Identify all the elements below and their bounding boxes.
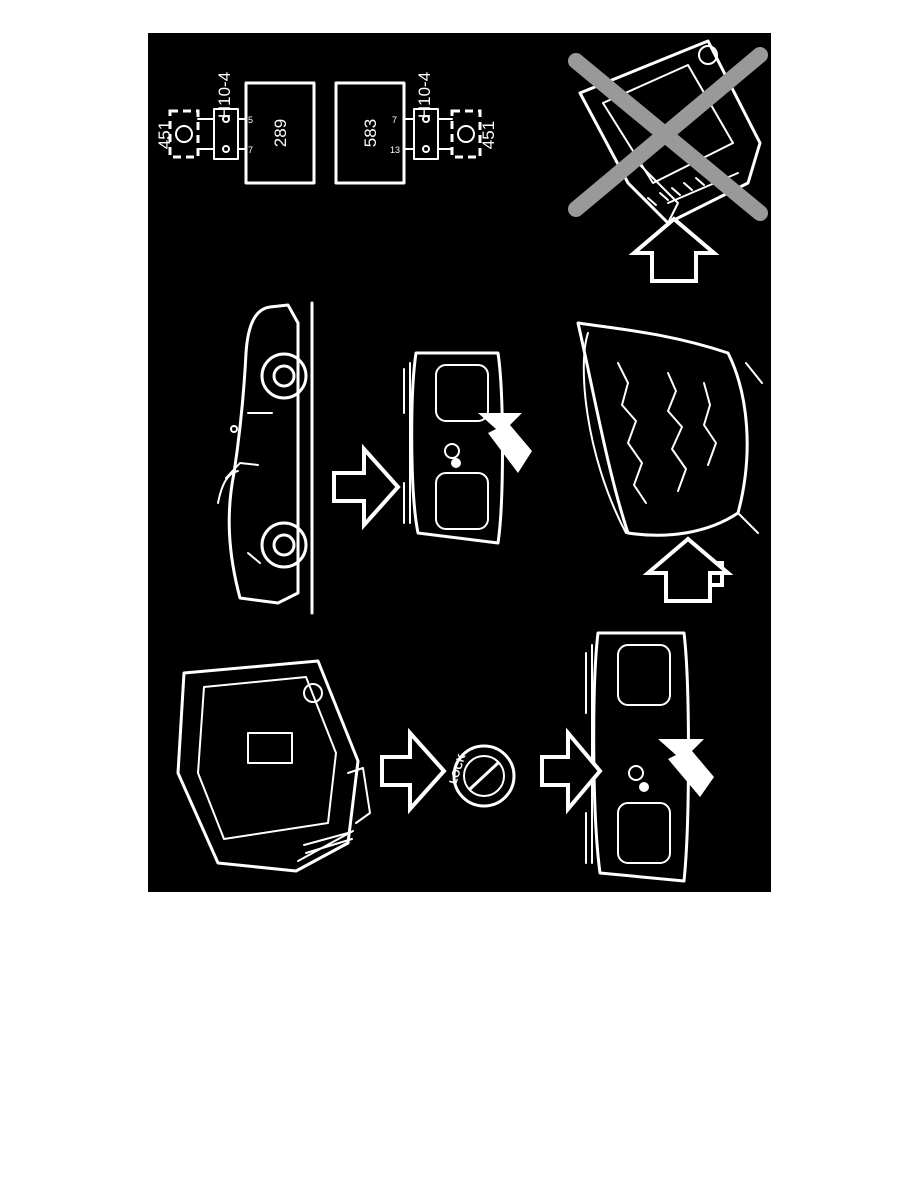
wiring-diagram: 289 H10-4 451 5 7 583 H10-4 451 bbox=[155, 72, 498, 185]
sensor-upper-label: 451 bbox=[155, 121, 174, 149]
connector-pin bbox=[422, 145, 430, 153]
module-583-box bbox=[334, 81, 406, 185]
sensor-upper-dashed bbox=[168, 109, 200, 159]
alarm-diagnosis-figure: 289 H10-4 451 5 7 583 H10-4 451 bbox=[148, 33, 771, 892]
pin-label: 7 bbox=[392, 115, 397, 125]
arrow-glass-to-module bbox=[628, 216, 720, 283]
broken-glass-icon bbox=[576, 321, 763, 537]
connector-pin bbox=[222, 145, 230, 153]
pointer-arrow-upper bbox=[478, 413, 532, 473]
pin-label: 13 bbox=[390, 145, 400, 155]
pin-label: 7 bbox=[248, 145, 253, 155]
arrow-console-to-glass bbox=[642, 536, 734, 603]
overhead-console-lower bbox=[585, 631, 690, 883]
module-289-box bbox=[244, 81, 316, 185]
sensor-lower-label: 451 bbox=[479, 121, 498, 149]
figure-svg: 289 H10-4 451 5 7 583 H10-4 451 bbox=[148, 33, 771, 892]
connector-upper-box bbox=[213, 108, 239, 160]
module-289-label: 289 bbox=[271, 119, 290, 147]
connector-lower-box bbox=[413, 108, 439, 160]
wiring-upper-group: 289 H10-4 451 5 7 bbox=[155, 72, 316, 185]
control-module-icon bbox=[176, 659, 371, 873]
lock-cylinder-icon: LOCK bbox=[447, 744, 516, 808]
wiring-lower-group: 583 H10-4 451 7 13 bbox=[334, 72, 498, 185]
sensor-lower-symbol bbox=[457, 125, 475, 143]
arrow-car-to-console bbox=[332, 443, 401, 531]
overhead-console-upper bbox=[403, 351, 504, 545]
pointer-arrow-lower bbox=[658, 739, 714, 797]
arrow-lock-to-console bbox=[540, 727, 603, 815]
crossed-out-module-icon bbox=[568, 39, 768, 225]
connector-upper-label: H10-4 bbox=[215, 72, 234, 118]
sensor-upper-symbol bbox=[175, 125, 193, 143]
connector-lower-label: H10-4 bbox=[415, 72, 434, 118]
arrow-module-to-lock bbox=[380, 727, 447, 815]
cross-line bbox=[568, 47, 768, 217]
process-arrow-icon bbox=[332, 216, 734, 815]
car-convertible-icon bbox=[217, 301, 314, 615]
connector-pin bbox=[422, 115, 430, 123]
pin-label: 5 bbox=[248, 115, 253, 125]
sensor-lower-dashed bbox=[450, 109, 482, 159]
module-583-label: 583 bbox=[361, 119, 380, 147]
connector-pin bbox=[222, 115, 230, 123]
